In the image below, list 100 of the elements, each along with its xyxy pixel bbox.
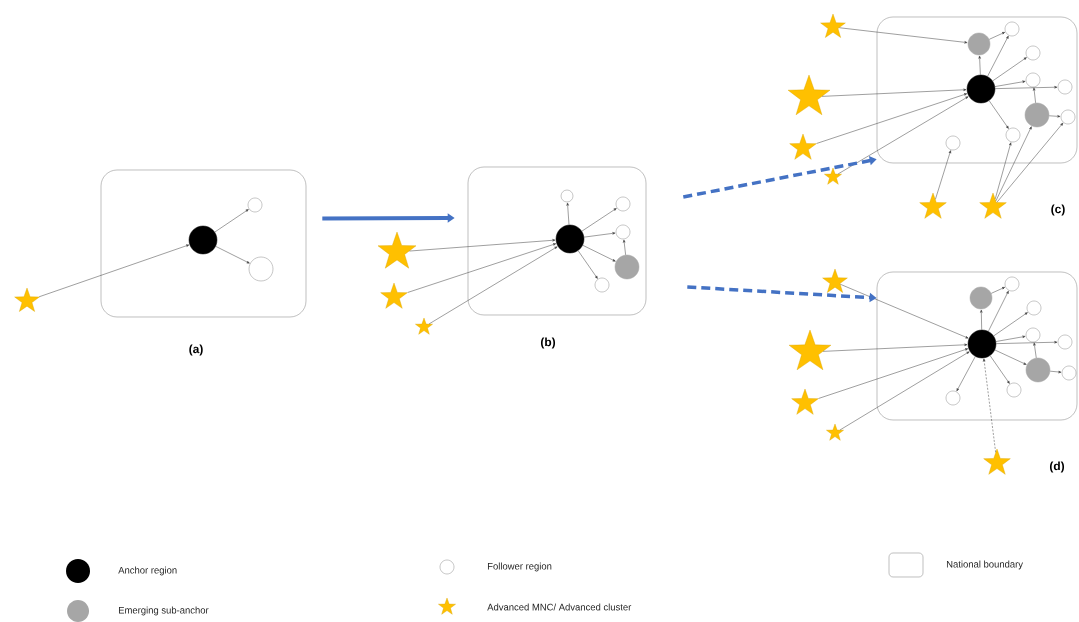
arrow: [407, 243, 557, 293]
arrow: [989, 355, 1010, 384]
star: [820, 13, 846, 38]
arrow: [980, 309, 983, 330]
panel-label: (c): [1051, 204, 1065, 216]
anchor-circle: [966, 74, 996, 104]
follower-circle: [1025, 327, 1041, 343]
arrow: [821, 88, 967, 97]
star: [824, 167, 842, 185]
sub-anchor-circle: [969, 286, 993, 310]
boundary-box: [467, 166, 647, 316]
arrow: [992, 57, 1027, 82]
follower-circle: [1026, 300, 1042, 316]
arrow: [993, 312, 1028, 337]
arrow: [996, 122, 1064, 203]
legend-label: Follower region: [488, 562, 552, 572]
panel-label: (a): [189, 344, 203, 356]
star: [826, 423, 844, 441]
star: [788, 329, 832, 370]
panel-label: (d): [1049, 461, 1065, 473]
arrow: [996, 341, 1058, 344]
arrow: [994, 349, 1027, 365]
arrow: [983, 358, 996, 453]
arrow: [583, 232, 616, 238]
arrow: [988, 290, 1009, 332]
legend-label: Advanced MNC/ Advanced cluster: [487, 603, 632, 611]
boundary-box: [876, 271, 1078, 421]
follower-circle: [1025, 72, 1041, 88]
star: [380, 282, 408, 309]
star: [415, 317, 433, 335]
arrow: [839, 27, 968, 44]
arrow: [818, 348, 969, 399]
arrow: [995, 126, 1032, 202]
star: [377, 231, 417, 269]
arrow: [582, 245, 616, 262]
sub-anchor-circle: [1024, 102, 1050, 128]
arrow: [428, 246, 558, 325]
arrow: [956, 356, 976, 392]
arrow: [995, 335, 1026, 342]
follower-circle: [945, 390, 961, 406]
arrow: [935, 150, 952, 200]
follower-circle: [1057, 334, 1073, 350]
anchor-circle: [555, 224, 585, 254]
follower-circle: [594, 277, 610, 293]
follower-circle: [1005, 127, 1021, 143]
arrow: [623, 239, 626, 256]
follower-circle: [1004, 276, 1020, 292]
arrow: [214, 209, 249, 233]
follower-circle: [615, 224, 631, 240]
arrow: [995, 142, 1012, 200]
legend-label: National boundary: [947, 560, 1023, 570]
star: [14, 287, 40, 312]
follower-circle: [247, 197, 263, 213]
arrow: [1049, 115, 1061, 118]
arrow: [988, 100, 1009, 129]
follower-circle: [945, 135, 961, 151]
star: [789, 133, 817, 160]
arrow: [566, 202, 570, 226]
arrow: [1049, 370, 1062, 374]
arrow: [987, 35, 1009, 77]
sub-anchor-circle: [967, 32, 991, 56]
arrow: [1033, 342, 1037, 359]
boundary-box: [100, 169, 307, 318]
arrow: [816, 93, 968, 144]
star: [787, 74, 831, 115]
boundary-box: [876, 16, 1078, 164]
panel-label: (b): [540, 337, 556, 349]
arrow: [840, 284, 969, 339]
sub-anchor-circle: [1025, 357, 1051, 383]
star: [979, 192, 1007, 219]
arrow: [978, 55, 981, 75]
arrow: [215, 246, 250, 264]
arrow: [991, 287, 1005, 294]
arrow: [989, 32, 1005, 40]
star: [791, 388, 819, 415]
arrow: [837, 96, 969, 175]
legend-label: Emerging sub-anchor: [119, 606, 209, 616]
arrow: [1033, 87, 1036, 104]
follower-circle: [1061, 365, 1077, 381]
follower-circle: [1006, 382, 1022, 398]
sub-anchor-circle: [614, 254, 640, 280]
star: [822, 268, 848, 293]
arrow: [577, 250, 598, 279]
star: [919, 192, 947, 219]
arrow: [38, 244, 190, 297]
legend-label: Anchor region: [118, 566, 177, 576]
arrow: [409, 239, 556, 252]
follower-circle: [615, 196, 631, 212]
follower-circle: [1060, 109, 1076, 125]
arrow: [994, 80, 1026, 87]
anchor-circle: [967, 329, 997, 359]
arrow: [822, 343, 968, 352]
arrow: [995, 86, 1058, 89]
arrow: [581, 208, 617, 232]
follower-circle: [1057, 79, 1073, 95]
arrow: [839, 351, 970, 431]
follower-circle: [1004, 21, 1020, 37]
follower-circle: [248, 256, 274, 282]
anchor-circle: [188, 225, 218, 255]
follower-circle: [1025, 45, 1041, 61]
